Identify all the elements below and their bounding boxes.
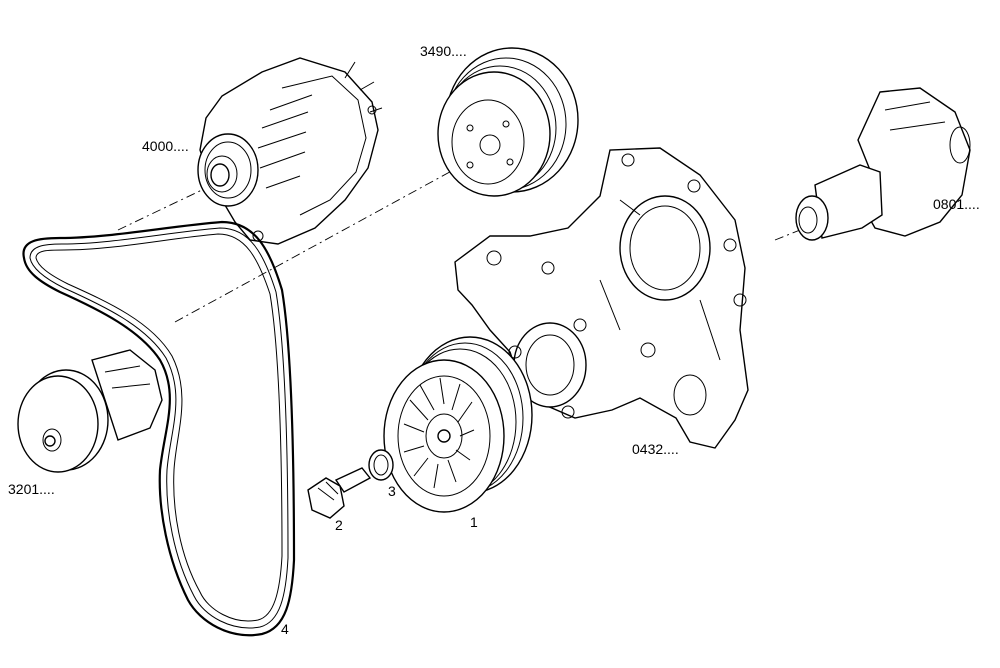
crank-pulley-part [383, 336, 533, 513]
label-crankshaft: 0801.... [933, 196, 980, 212]
bolt-part [307, 467, 372, 519]
alternator-part [197, 57, 383, 245]
washer-part [368, 449, 394, 481]
label-pulley: 1 [470, 514, 478, 530]
poly-v-belt-part [22, 220, 296, 637]
pump-pulley-part [437, 47, 579, 197]
crankshaft-part [795, 87, 971, 241]
label-alternator: 4000.... [142, 138, 189, 154]
label-washer: 3 [388, 483, 396, 499]
label-tensioner: 3201.... [8, 481, 55, 497]
label-belt: 4 [281, 621, 289, 637]
tensioner-part [17, 349, 163, 473]
label-bolt: 2 [335, 517, 343, 533]
label-pump-pulley: 3490.... [420, 43, 467, 59]
label-timing-cover: 0432.... [632, 441, 679, 457]
